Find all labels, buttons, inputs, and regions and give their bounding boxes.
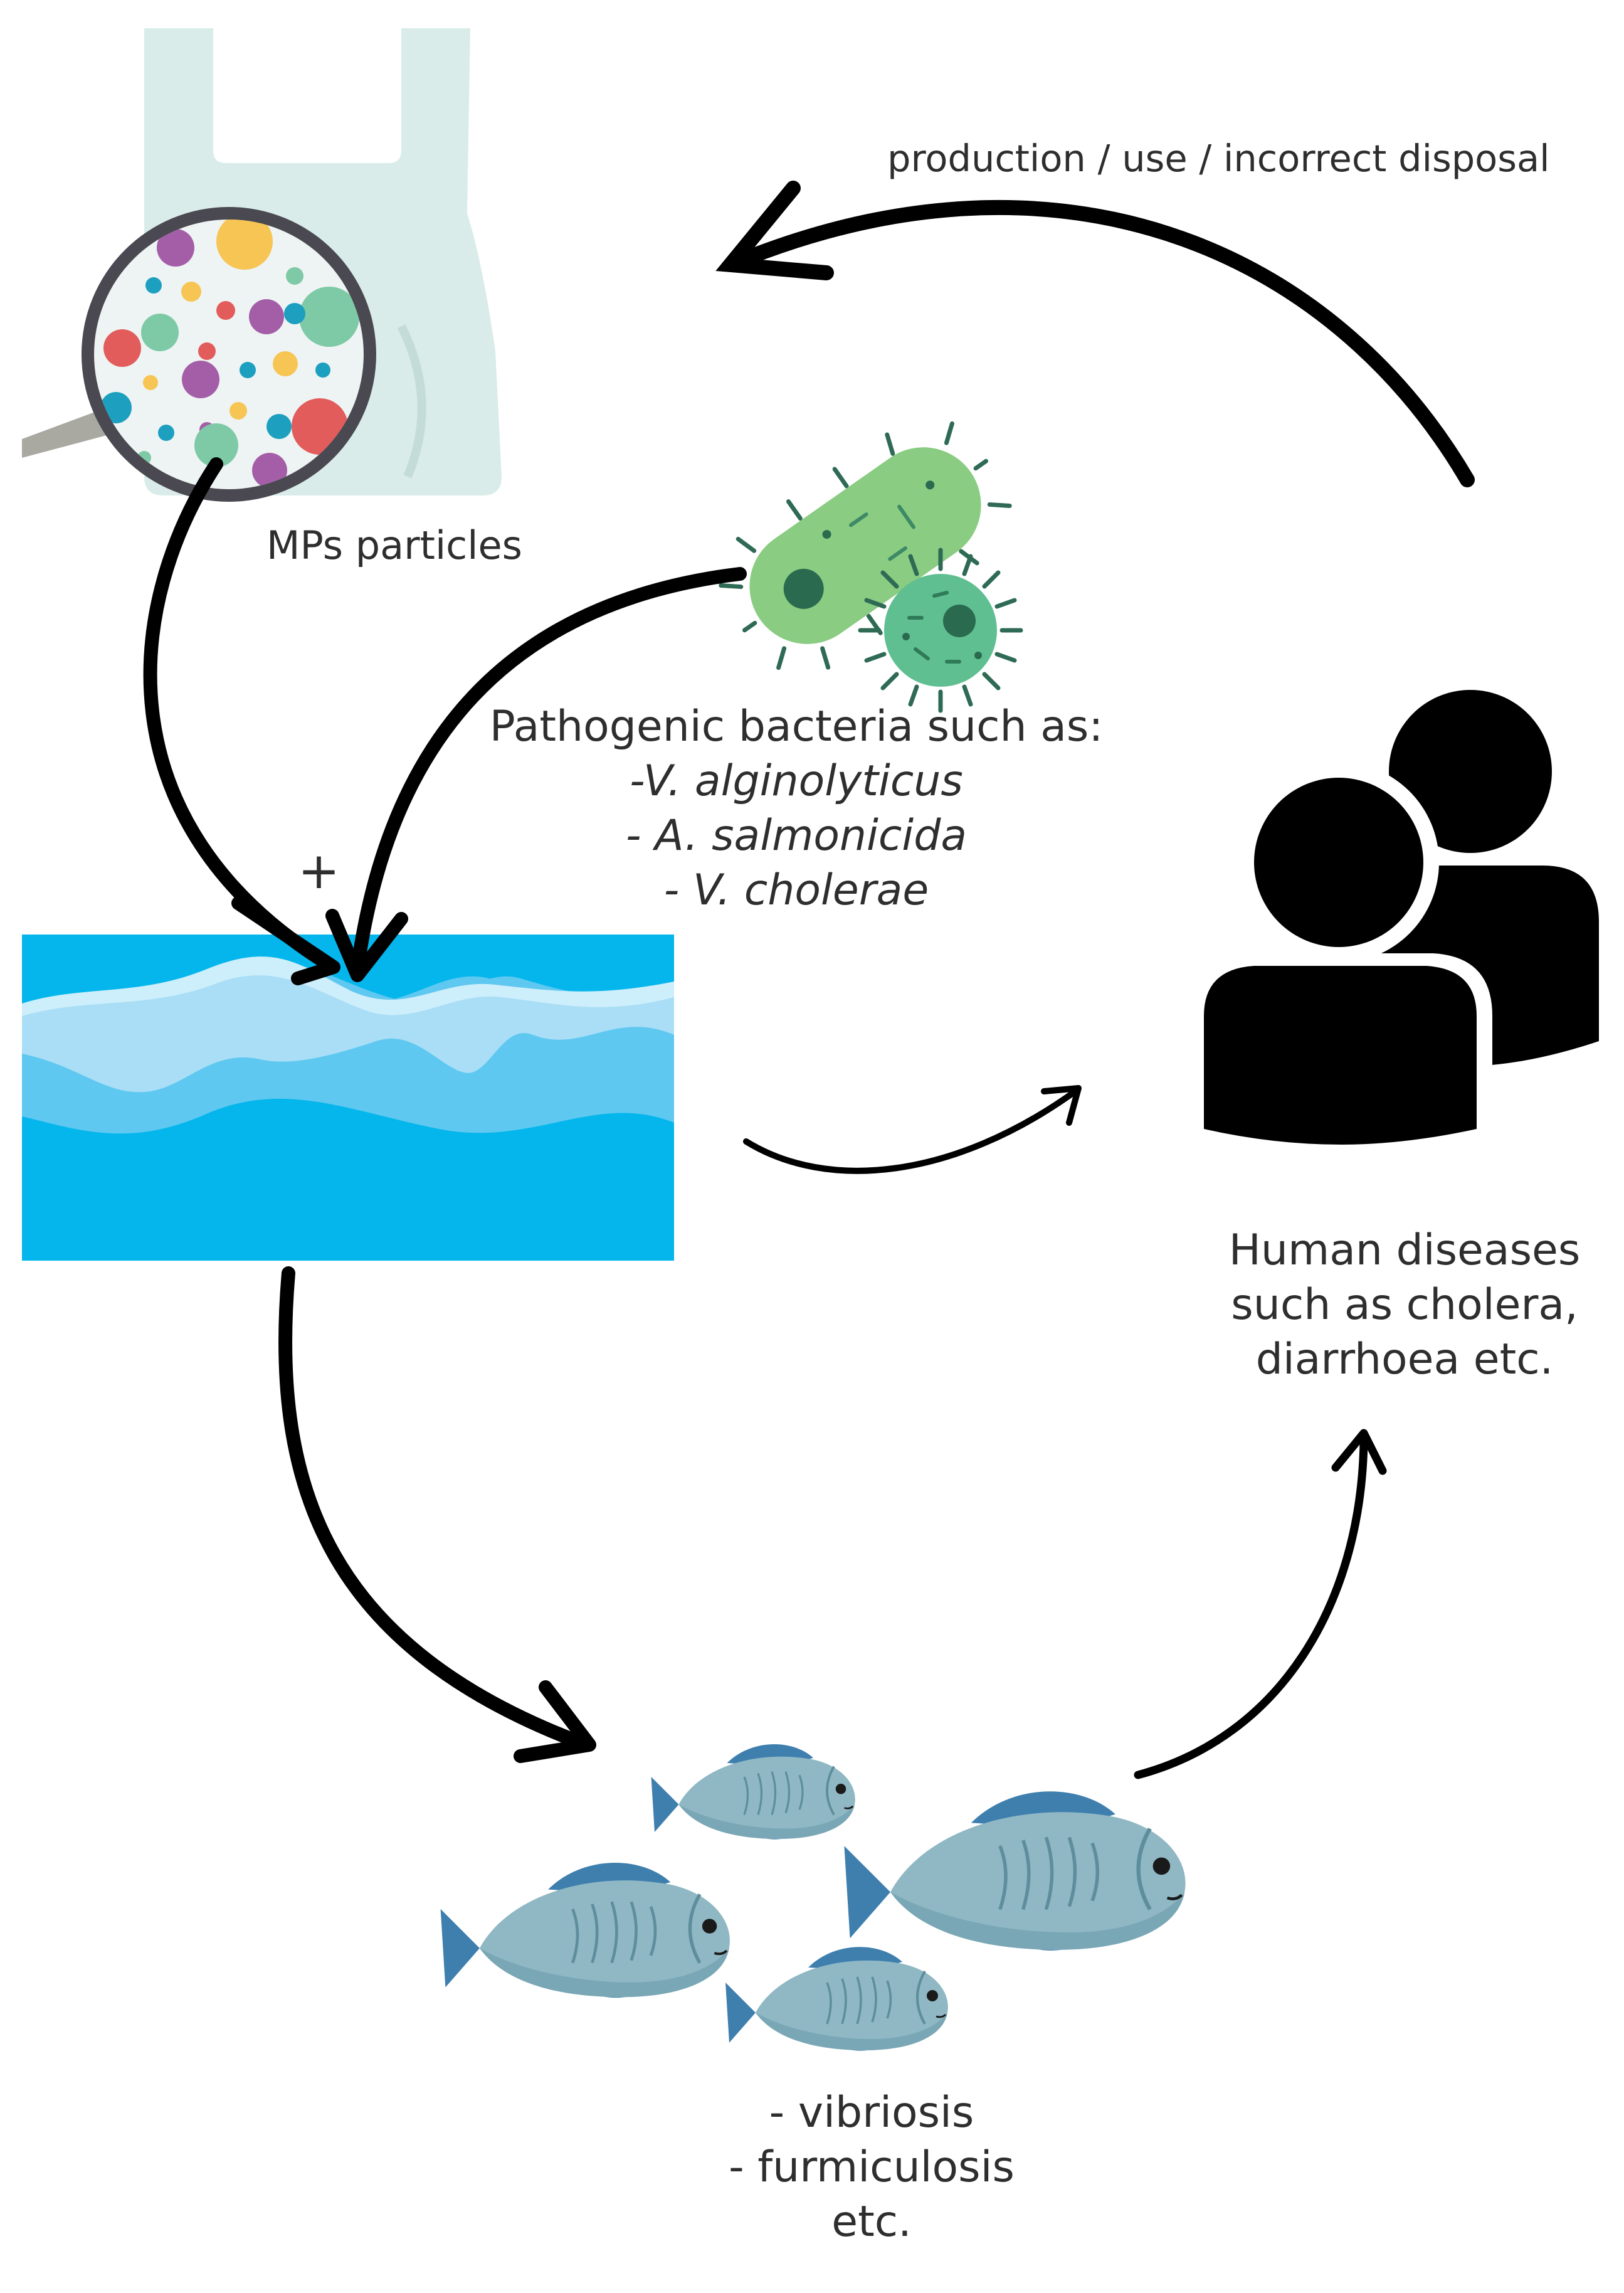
human-line: such as cholera, xyxy=(1231,1280,1578,1330)
pathogen-item: - A. salmonicida xyxy=(625,811,968,861)
pathogen-item: -V. alginolyticus xyxy=(630,756,963,807)
magnifier-icon xyxy=(22,207,376,502)
water-icon xyxy=(22,935,674,1261)
human-line: diarrhoea etc. xyxy=(1255,1335,1554,1385)
production-label: production / use / incorrect disposal xyxy=(887,137,1550,180)
cycle-arrows xyxy=(143,181,1475,1779)
arrow-mps-to-water xyxy=(143,457,333,970)
people-icon xyxy=(1191,690,1599,1154)
arrow-water-to-humans xyxy=(743,1088,1078,1174)
arrow-bacteria-to-water xyxy=(351,567,747,976)
pathogen-header: Pathogenic bacteria such as: xyxy=(489,702,1104,751)
human-line: Human diseases xyxy=(1228,1226,1581,1275)
fish-disease-line: - furmiculosis xyxy=(729,2142,1015,2193)
fish-icon xyxy=(441,1743,1186,2051)
arrow-water-to-fish xyxy=(278,1266,590,1750)
arrow-to-bag xyxy=(726,200,1475,487)
fish-diseases-label: - vibriosis - furmiculosis etc. xyxy=(690,2085,1053,2249)
plus-sign: + xyxy=(298,842,340,900)
arrow-fish-to-humans xyxy=(1134,1438,1368,1779)
mps-particles-label: MPs particles xyxy=(266,522,522,568)
pathogen-list: Pathogenic bacteria such as: -V. alginol… xyxy=(489,699,1104,918)
human-diseases-label: Human diseases such as cholera, diarrhoe… xyxy=(1210,1223,1599,1387)
fish-disease-line: - vibriosis xyxy=(769,2088,974,2137)
pathogen-item: - V. cholerae xyxy=(663,866,929,916)
fish-disease-line: etc. xyxy=(831,2197,912,2247)
bacteria-icon xyxy=(719,421,1023,713)
